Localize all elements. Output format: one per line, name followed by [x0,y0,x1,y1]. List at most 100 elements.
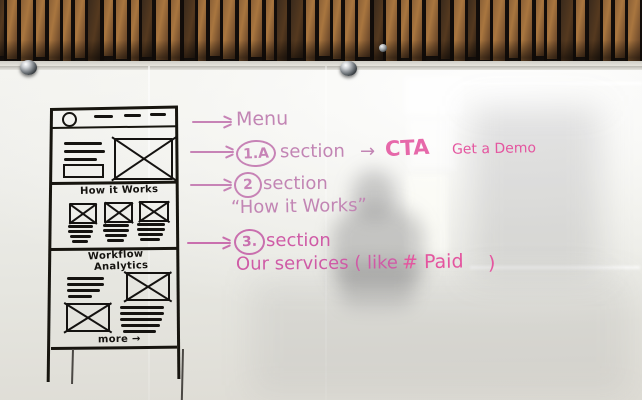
ceiling-slat-gap [220,0,223,62]
annotation-cta-label: CTA [384,134,430,162]
ceiling-slat [0,0,4,56]
annotation-section-3-label: section [266,230,331,251]
ceiling-slat [333,0,341,59]
ceiling-slat [266,0,274,60]
ceiling-slat [509,0,518,58]
ceiling-slat [603,0,611,63]
ceiling-slat-gap [611,0,615,62]
ceiling-slat-gap [45,0,49,62]
feature-text-line [70,235,91,238]
ceiling-slat-gap [450,0,454,62]
wireframe-heading-analytics: Analytics [93,260,149,273]
section-divider [50,345,178,350]
wall-shadow [470,106,600,276]
feature-text-line [103,229,129,232]
ceiling-slat [7,0,17,59]
ceiling-slat-gap [438,0,441,62]
annotation-paid-tag: # Paid [401,250,464,274]
ceiling-slat-gap [315,0,319,62]
ceiling-slat-gap [206,0,210,62]
ceiling-slat-gap [287,0,291,62]
window-glare [408,118,456,170]
ceiling-slat-gap [625,0,628,62]
ceiling-slat-gap [465,0,468,62]
ceiling-slat [521,0,532,61]
board-top-edge [0,66,642,70]
ceiling-slat [277,0,287,63]
ceiling-slat-gap [476,0,480,62]
person-head-shadow [352,170,396,218]
glass-seam [325,66,327,400]
ceiling-slat-gap [341,0,345,62]
workflow-text-line [123,330,156,333]
wireframe-top-border [49,105,179,111]
workflow-text-line [67,277,104,280]
annotation-section-1-label: section [279,140,345,163]
ceiling-slat-gap [262,0,266,62]
workflow-text-line [121,324,160,327]
ceiling-slat [210,0,220,56]
workflow-image-icon [126,272,170,301]
ceiling-slat-gap [600,0,603,62]
wireframe-leg-right [180,348,184,400]
annotation-menu-label: Menu [235,107,289,131]
hero-image-placeholder-icon [114,138,173,180]
wireframe-heading-how-it-works: How it Works [79,183,159,198]
hero-cta-button-block [63,164,104,178]
ceiling-slat [401,0,409,58]
ceiling-slat-gap [640,0,642,62]
annotation-section-2-label: section [263,173,328,194]
ceiling-slat [75,0,85,58]
ceiling-slat [116,0,127,59]
workflow-text-line [67,289,100,292]
window-glare [404,76,464,116]
annotation-section-2-subtitle: “How it Works” [230,194,368,219]
person-torso-shadow [340,262,414,308]
wireframe-right-border [175,106,181,380]
ceiling-slat [104,0,113,56]
ceiling-slat [536,0,544,56]
ceiling-slat-gap [85,0,88,62]
feature-text-line [140,238,160,241]
ceiling-slat-gap [370,0,374,62]
feature-image-icon [104,202,133,223]
ceiling-slat-gap [235,0,239,62]
ceiling-slat-gap [573,0,576,62]
ceiling-slat [547,0,557,59]
ceiling-slat-gap [585,0,589,62]
workflow-text-line [120,312,164,315]
ceiling-slat-gap [60,0,63,62]
person-shoulders-shadow [332,206,424,286]
ceiling-slat [184,0,195,58]
workflow-text-line [120,306,164,309]
ceiling-slat [589,0,600,60]
wireframe-left-border [46,109,53,382]
ceiling-slat [142,0,152,57]
ceiling-slat-gap [195,0,198,62]
feature-image-icon [69,203,97,224]
hero-text-line [64,142,102,145]
nav-dash [94,115,113,118]
ceiling-slat-gap [505,0,509,62]
ceiling-slat [615,0,625,58]
feature-text-line [68,230,93,233]
ceiling-slat [412,0,422,61]
ceiling-slat [63,0,71,63]
ceiling-slat-gap [490,0,493,62]
ceiling-slat-gap [518,0,521,62]
ceiling-slat [345,0,355,62]
ceiling-slat-gap [383,0,386,62]
feature-text-line [137,228,165,231]
ceiling-slat-gap [274,0,277,62]
ceiling-slat-gap [4,0,7,62]
ceiling-slat [239,0,248,62]
ceiling-slat [386,0,397,63]
workflow-text-line [67,283,104,286]
wireframe-more-link: more → [97,333,141,346]
workflow-image-icon [66,303,110,332]
glare-streak [462,82,642,85]
annotation-number-2: 2 [233,171,263,199]
window-glare [406,174,448,254]
wireframe-leg-left [71,348,74,385]
ceiling-slat-gap [180,0,184,62]
